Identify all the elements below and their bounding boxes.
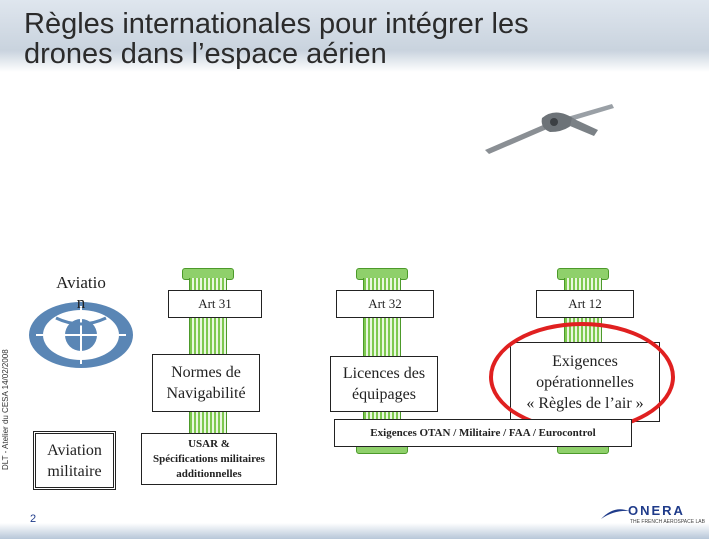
usar-line-1: USAR &	[188, 437, 230, 452]
usar-specifications-box: USAR & Spécifications militaires additio…	[141, 433, 277, 485]
military-aviation-line-1: Aviation	[47, 440, 102, 461]
article-31-label: Art 31	[198, 296, 232, 312]
article-32-label: Art 32	[368, 296, 402, 312]
title-line-1: Règles internationales pour intégrer les	[24, 9, 529, 39]
civil-aviation-line-2: n	[77, 293, 86, 313]
navigability-line-1: Normes de	[171, 362, 241, 383]
article-box-32: Art 32	[336, 290, 434, 318]
crew-licences-box: Licences des équipages	[330, 356, 438, 412]
slide-title: Règles internationales pour intégrer les…	[24, 9, 529, 69]
civil-aviation-line-1: Aviatio	[56, 273, 106, 293]
civil-aviation-label: Aviatio n	[38, 271, 124, 315]
title-line-2: drones dans l’espace aérien	[24, 39, 529, 69]
licences-line-1: Licences des	[343, 363, 425, 384]
navigability-standards-box: Normes de Navigabilité	[152, 354, 260, 412]
article-box-12: Art 12	[536, 290, 634, 318]
article-12-label: Art 12	[568, 296, 602, 312]
onera-logo: ONERA THE FRENCH AEROSPACE LAB	[600, 503, 700, 527]
onera-swoosh-icon	[600, 507, 630, 521]
page-number: 2	[30, 513, 36, 525]
military-aviation-box: Aviation militaire	[33, 431, 116, 490]
otan-requirements-label: Exigences OTAN / Militaire / FAA / Euroc…	[370, 427, 595, 439]
onera-tagline: THE FRENCH AEROSPACE LAB	[630, 519, 705, 525]
otan-requirements-box: Exigences OTAN / Militaire / FAA / Euroc…	[334, 419, 632, 447]
licences-line-2: équipages	[352, 384, 416, 405]
highlight-circle	[489, 322, 675, 432]
usar-line-3: additionnelles	[176, 467, 241, 482]
sidebar-footer-text: DLT - Atelier du CESA 14/02/2008	[1, 349, 10, 470]
military-aviation-line-2: militaire	[47, 461, 101, 482]
article-box-31: Art 31	[168, 290, 262, 318]
usar-line-2: Spécifications militaires	[153, 452, 265, 467]
drone-illustration	[480, 100, 620, 160]
onera-brand: ONERA	[628, 503, 685, 518]
navigability-line-2: Navigabilité	[166, 383, 245, 404]
